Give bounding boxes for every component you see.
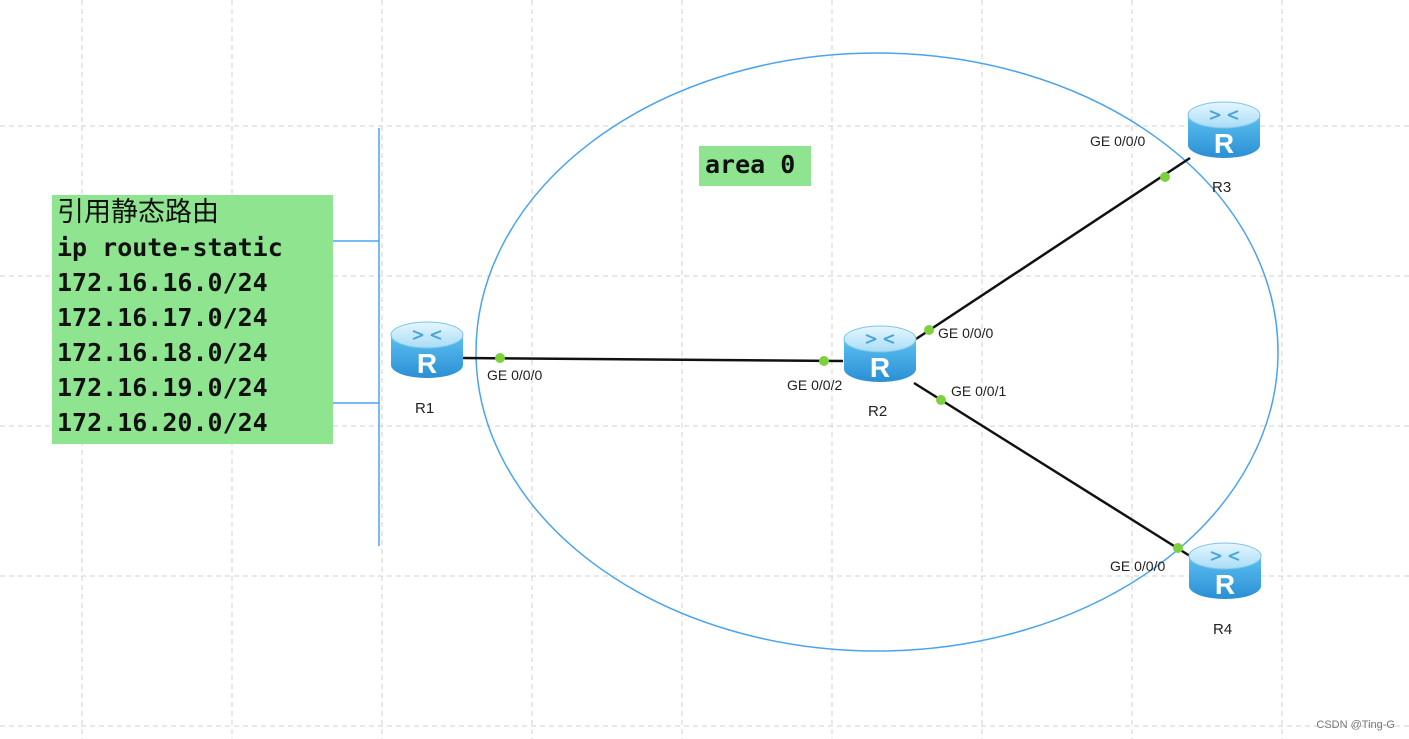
port-label-r4-ge000: GE 0/0/0 [1110, 558, 1166, 574]
static-route-note: 引用静态路由 ip route-static 172.16.16.0/24 17… [52, 195, 333, 444]
port-label-r2-ge002: GE 0/0/2 [787, 377, 843, 393]
link-r2-r4 [913, 381, 1191, 558]
port-label-r1-ge000: GE 0/0/0 [487, 367, 543, 383]
port-label-r3-ge000: GE 0/0/0 [1090, 133, 1146, 149]
device-label-r1: R1 [415, 400, 435, 417]
note-line-route: 172.16.19.0/24 [57, 373, 268, 402]
router-icon-r2[interactable] [843, 325, 917, 384]
links [461, 156, 1191, 558]
note-bracket [333, 128, 380, 546]
router-icon-r3[interactable] [1187, 101, 1261, 160]
port-dot-r2-ge002 [819, 356, 829, 366]
area-label: area 0 [699, 146, 811, 186]
device-label-r3: R3 [1212, 179, 1232, 196]
note-line-route: 172.16.17.0/24 [57, 303, 268, 332]
device-label-r2: R2 [868, 403, 888, 420]
port-dots [495, 172, 1183, 553]
note-line-route: 172.16.18.0/24 [57, 338, 268, 367]
port-dot-r2-ge001 [936, 395, 946, 405]
note-line-title: 引用静态路由 [57, 197, 219, 228]
port-dot-r4-ge000 [1173, 543, 1183, 553]
link-r1-r2 [461, 356, 844, 363]
note-line-route: 172.16.20.0/24 [57, 408, 268, 437]
router-icon-r4[interactable] [1188, 542, 1262, 601]
link-r2-r3 [915, 156, 1191, 341]
port-label-r2-ge000: GE 0/0/0 [938, 325, 994, 341]
port-dot-r2-ge000 [924, 325, 934, 335]
router-icon-r1[interactable] [390, 321, 464, 380]
port-dot-r1-ge000 [495, 353, 505, 363]
note-line-route: 172.16.16.0/24 [57, 268, 268, 297]
port-label-r2-ge001: GE 0/0/1 [951, 383, 1007, 399]
note-line-command: ip route-static [57, 233, 283, 262]
watermark: CSDN @Ting-G [1316, 719, 1395, 731]
port-dot-r3-ge000 [1160, 172, 1170, 182]
device-label-r4: R4 [1213, 621, 1233, 638]
area-0-boundary [475, 52, 1279, 652]
